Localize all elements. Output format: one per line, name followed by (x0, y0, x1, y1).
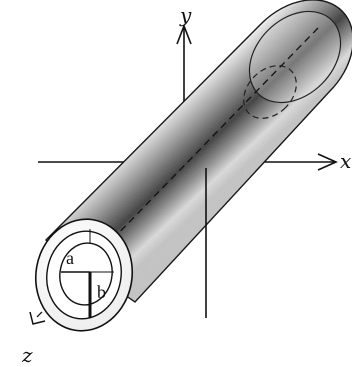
inner-conductor-circle (59, 242, 113, 306)
x-axis-label: x (340, 149, 351, 173)
y-axis-arrowhead (176, 23, 192, 45)
outer-radius-label: b (97, 282, 106, 302)
x-axis-arrowhead (317, 153, 338, 171)
front-end-cap (34, 218, 134, 332)
inner-radius-label: a (66, 248, 74, 268)
z-axis-label: z (21, 343, 33, 367)
z-axis-arrowhead (29, 311, 46, 325)
y-axis-label: y (179, 3, 192, 27)
back-end-outline (248, 10, 342, 104)
hidden-inner-conductor (243, 65, 297, 119)
